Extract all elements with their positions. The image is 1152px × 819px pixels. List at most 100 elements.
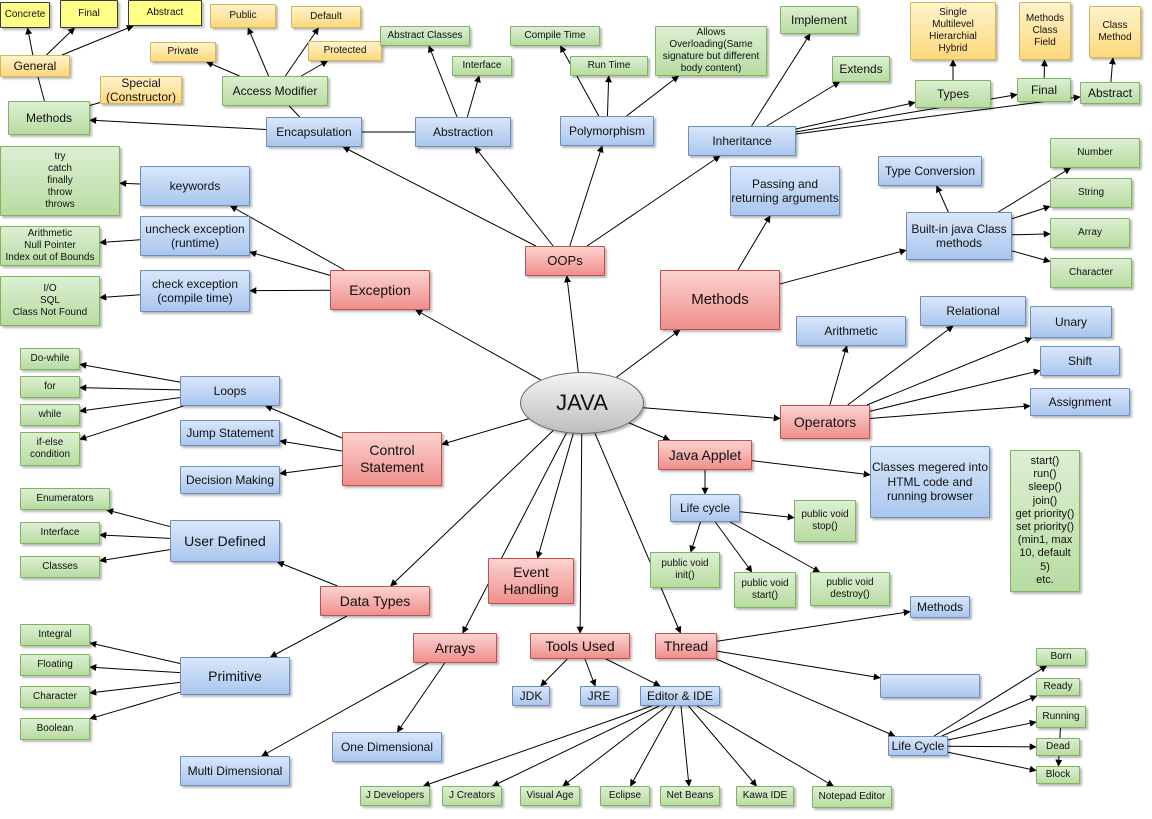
node-implement: Implement (780, 6, 858, 34)
edge-applet-to-classes-h (751, 460, 871, 478)
node-running: Running (1036, 706, 1086, 728)
node-tlife: Life Cycle (888, 736, 948, 756)
node-inherit: Inheritance (688, 126, 796, 156)
edge-control-to-loops (265, 405, 343, 439)
edge-java-to-applet (629, 422, 671, 441)
edge-inherit-to-abstract-i (795, 94, 1081, 135)
edge-userdef-to-interface-d (99, 531, 171, 539)
edge-primitive-to-character-p (89, 681, 181, 696)
node-applet: Java Applet (658, 440, 752, 470)
node-tmethods: Methods (910, 596, 970, 618)
node-arrays: Arrays (413, 633, 497, 663)
edge-tools-to-jdk (540, 658, 568, 687)
node-passing: Passing and returning arguments (730, 166, 840, 216)
node-start: public void start() (734, 572, 796, 608)
edge-encap-to-access (288, 105, 301, 118)
node-event: Event Handling (488, 558, 574, 604)
node-types: Types (915, 80, 991, 108)
node-loops: Loops (180, 376, 280, 406)
node-onedim: One Dimensional (332, 732, 442, 762)
node-methods-oop: Methods (8, 101, 90, 135)
edge-lifecycle-a-to-init (689, 521, 701, 553)
edge-abstraction-to-absclasses (428, 45, 458, 118)
edge-thread-to-sync (716, 650, 881, 681)
edge-checked-to-c-detail (99, 293, 141, 301)
node-dowhile: Do-while (20, 348, 80, 370)
edge-primitive-to-boolean (89, 691, 181, 721)
edge-editor-to-eclipse (630, 705, 675, 787)
node-typeconv: Type Conversion (878, 156, 982, 186)
edge-java-to-methods (616, 329, 681, 378)
edge-primitive-to-floating (89, 664, 181, 674)
edge-builtin-to-array (1011, 230, 1051, 238)
edge-tools-to-jre (584, 658, 597, 687)
node-classes-d: Classes (20, 556, 100, 578)
node-jcre: J Creators (442, 786, 502, 806)
node-special: Special (Constructor) (100, 76, 182, 104)
edge-oops-to-encap (342, 146, 537, 247)
edge-primitive-to-integral (89, 640, 181, 664)
node-tools: Tools Used (530, 633, 630, 659)
node-sync (880, 674, 980, 698)
node-access: Access Modifier (222, 76, 328, 106)
node-multidim: Multi Dimensional (180, 756, 290, 786)
edge-datatypes-to-primitive (269, 615, 348, 658)
edge-java-to-operators (643, 407, 781, 422)
node-stop: public void stop() (794, 500, 856, 542)
edge-editor-to-kawa (688, 705, 757, 787)
edge-oops-to-inherit (586, 155, 721, 247)
edge-access-to-default (284, 27, 319, 77)
edge-builtin-to-character-b (1011, 250, 1051, 264)
edge-editor-to-jcre (492, 705, 660, 787)
edge-lifecycle-a-to-destroy (729, 521, 821, 573)
node-vage: Visual Age (520, 786, 580, 806)
edge-editor-to-netbeans (680, 705, 692, 787)
edge-unchecked-to-uc-detail (99, 238, 141, 246)
node-classes-h: Classes megered into HTML code and runni… (870, 446, 990, 518)
node-abstraction: Abstraction (415, 117, 511, 147)
edge-editor-to-vage (562, 705, 668, 787)
node-interface-a: Interface (452, 56, 512, 76)
node-number: Number (1050, 138, 1140, 168)
edge-tlife-to-dead (947, 743, 1037, 751)
node-exception: Exception (330, 270, 430, 310)
edge-java-to-oops (564, 275, 579, 373)
node-primitive: Primitive (180, 657, 290, 695)
node-checked: check exception (compile time) (140, 270, 250, 312)
edge-datatypes-to-userdef (276, 561, 338, 587)
edge-arrays-to-onedim (396, 662, 446, 733)
node-tm-detail: start() run() sleep() join() get priorit… (1010, 450, 1080, 592)
node-control: Control Statement (342, 432, 442, 486)
edge-java-to-datatypes (390, 430, 554, 587)
edge-thread-to-tmethods (716, 609, 911, 642)
edge-oops-to-abstraction (474, 146, 554, 247)
edge-tools-to-editor (605, 658, 661, 687)
node-thread: Thread (655, 633, 717, 659)
node-final-i: Final (1017, 78, 1071, 102)
edge-exception-to-unchecked (249, 250, 331, 276)
node-public: Public (210, 4, 276, 28)
node-floating: Floating (20, 654, 90, 676)
edge-poly-to-runtime (605, 75, 612, 117)
edge-tlife-to-block (947, 751, 1037, 773)
edge-poly-to-overload (626, 75, 680, 117)
node-shift: Shift (1040, 346, 1120, 376)
edge-abstraction-to-interface-a (466, 75, 481, 118)
node-abstract-d: Class Method (1089, 6, 1141, 58)
edge-arrays-to-multidim (261, 662, 429, 757)
edge-java-to-tools (576, 433, 584, 634)
node-unary: Unary (1030, 306, 1112, 338)
edge-java-to-exception (415, 309, 541, 381)
edge-methods-oop-to-special (89, 101, 101, 107)
node-string: String (1050, 178, 1132, 208)
node-overload: Allows Overloading(Same signature but di… (655, 26, 767, 76)
node-methods: Methods (660, 270, 780, 330)
node-ifelse: if-else condition (20, 432, 80, 466)
node-born: Born (1036, 648, 1086, 666)
node-array: Array (1050, 218, 1130, 248)
node-eclipse: Eclipse (600, 786, 650, 806)
node-abstract-i: Abstract (1080, 82, 1140, 104)
edge-general-to-concrete (25, 27, 34, 56)
node-general: General (0, 55, 70, 77)
